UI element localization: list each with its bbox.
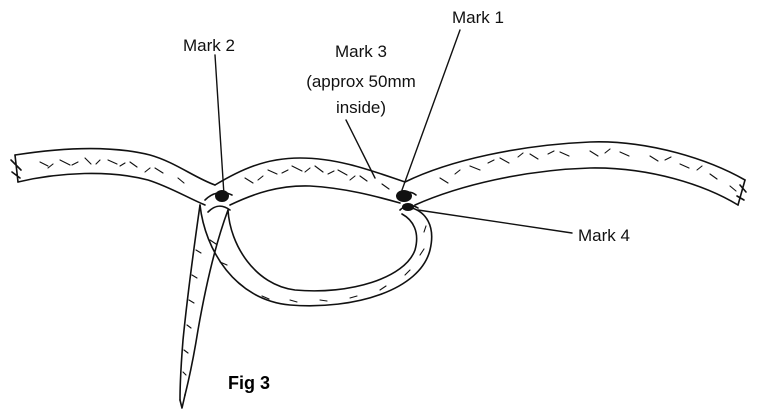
mark1-blot [396,190,412,202]
mark4-leader [418,210,572,233]
mark4-label: Mark 4 [578,226,630,246]
mark2-label: Mark 2 [183,36,235,56]
left-rope-upper-edge [15,149,215,185]
left-rope-end [11,155,21,182]
mark3-label-line3: inside) [296,98,426,118]
right-rope-end [737,180,746,205]
mark3-label-line2: (approx 50mm [281,72,441,92]
texture-right-2 [455,149,702,174]
figure-caption: Fig 3 [228,373,270,394]
texture-mid-2 [258,168,355,180]
tail-right-edge [185,210,228,395]
middle-rope-lower-edge [230,186,400,205]
texture-left-1 [40,158,184,183]
loop-inner-edge [228,210,417,291]
middle-rope-upper-edge [215,158,405,185]
mark3-leader [346,120,375,178]
mark2-blot [215,190,229,202]
right-rope-upper-edge [405,142,745,182]
mark4-blot [402,203,414,211]
mark2-leader [215,55,224,195]
right-rope-lower-edge [415,168,738,205]
mark1-label: Mark 1 [452,8,504,28]
left-rope-lower-edge [18,173,205,205]
mark3-label-line1: Mark 3 [296,42,426,62]
